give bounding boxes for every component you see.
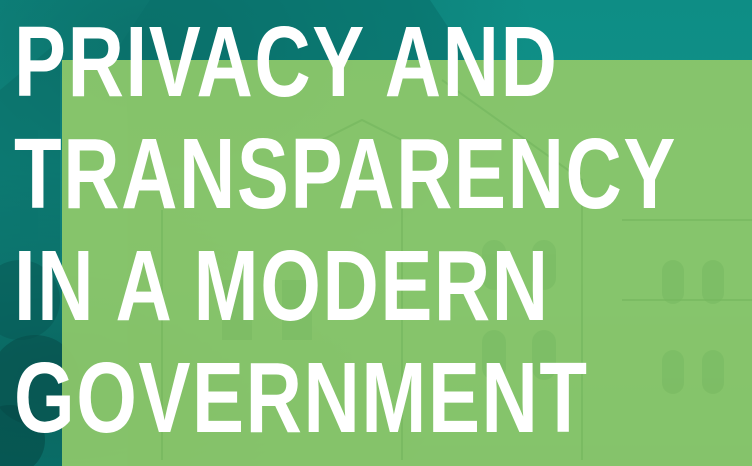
cover-title: PRIVACY AND TRANSPARENCY IN A MODERN GOV… (14, 6, 677, 454)
title-line-3: IN A MODERN (14, 230, 550, 342)
title-line-4: GOVERNMENT (14, 342, 589, 454)
building-texture (161, 79, 752, 460)
title-line-2: TRANSPARENCY (14, 118, 677, 230)
green-overlay-panel (62, 60, 752, 466)
title-line-1: PRIVACY AND (14, 6, 559, 118)
